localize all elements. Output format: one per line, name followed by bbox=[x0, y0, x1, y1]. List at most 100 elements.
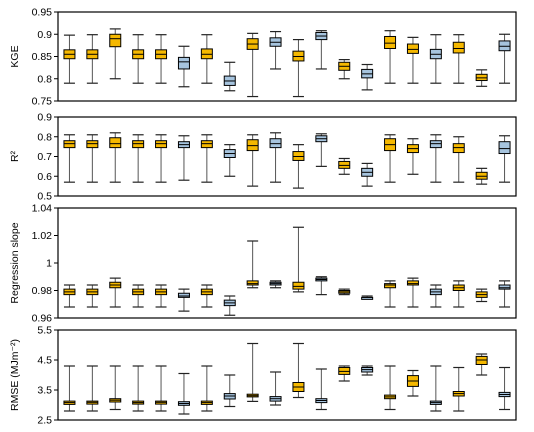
box bbox=[177, 292, 190, 298]
box-item bbox=[177, 372, 190, 415]
y-tick-label: 1 bbox=[46, 258, 52, 270]
box-item bbox=[246, 134, 259, 187]
box-item bbox=[361, 63, 374, 91]
y-tick-label: 0.95 bbox=[32, 7, 53, 19]
box-item bbox=[452, 280, 465, 308]
y-tick-label: 0.8 bbox=[37, 131, 52, 143]
box-item bbox=[498, 135, 511, 183]
box-item bbox=[246, 342, 259, 402]
box-item bbox=[292, 144, 305, 189]
box-item bbox=[406, 277, 419, 308]
box-item bbox=[223, 144, 236, 177]
box-item bbox=[200, 365, 213, 412]
box-item bbox=[177, 288, 190, 312]
box-item bbox=[292, 342, 305, 399]
box bbox=[384, 283, 397, 289]
box-item bbox=[246, 240, 259, 289]
box-item bbox=[246, 32, 259, 98]
box-item bbox=[292, 38, 305, 98]
y-tick-label: 3.5 bbox=[37, 385, 52, 397]
box-item bbox=[429, 284, 442, 308]
box bbox=[452, 41, 465, 54]
box bbox=[292, 281, 305, 290]
box-item bbox=[109, 28, 122, 80]
box-item bbox=[338, 288, 351, 296]
box-item bbox=[109, 277, 122, 308]
box-item bbox=[200, 284, 213, 308]
box bbox=[498, 284, 511, 290]
y-tick-label: 5.5 bbox=[37, 325, 52, 337]
y-tick-label: 0.8 bbox=[37, 73, 52, 85]
box-item bbox=[429, 34, 442, 84]
panel-frame bbox=[57, 329, 517, 421]
box-item bbox=[475, 167, 488, 185]
box bbox=[109, 33, 122, 48]
box-item bbox=[384, 30, 397, 84]
panel-frame bbox=[57, 11, 517, 102]
box-item bbox=[109, 132, 122, 183]
y-tick-label: 0.5 bbox=[37, 191, 52, 203]
y-axis-title: Regression slope bbox=[9, 222, 21, 303]
y-axis-title: RMSE (MJm⁻²) bbox=[9, 339, 21, 411]
y-tick-label: 1.04 bbox=[32, 203, 53, 215]
box-item bbox=[63, 134, 76, 183]
box-item bbox=[223, 295, 236, 316]
box-item bbox=[315, 133, 328, 167]
box-item bbox=[155, 365, 168, 412]
box-item bbox=[86, 134, 99, 183]
box-item bbox=[86, 284, 99, 308]
y-tick-label: 0.85 bbox=[32, 51, 53, 63]
box-item bbox=[269, 30, 282, 70]
box bbox=[246, 280, 259, 286]
box bbox=[406, 43, 419, 54]
box-item bbox=[361, 365, 374, 376]
box-item bbox=[452, 34, 465, 84]
box-item bbox=[475, 69, 488, 87]
box-item bbox=[452, 366, 465, 412]
panel-frame bbox=[57, 116, 517, 197]
box-item bbox=[406, 138, 419, 175]
box-item bbox=[269, 132, 282, 183]
box-item bbox=[109, 365, 122, 411]
y-tick-label: 0.6 bbox=[37, 171, 52, 183]
box-item bbox=[292, 226, 305, 293]
box-item bbox=[155, 284, 168, 308]
box-item bbox=[384, 280, 397, 308]
box-item bbox=[406, 369, 419, 397]
box-item bbox=[177, 45, 190, 88]
y-tick-label: 0.98 bbox=[32, 285, 53, 297]
box-item bbox=[361, 162, 374, 187]
box-item bbox=[315, 368, 328, 411]
box bbox=[406, 280, 419, 286]
box-item bbox=[498, 280, 511, 308]
box-item bbox=[384, 365, 397, 411]
y-tick-label: 0.9 bbox=[37, 112, 52, 124]
box-item bbox=[63, 34, 76, 84]
box-item bbox=[384, 134, 397, 183]
y-tick-label: 0.75 bbox=[32, 96, 53, 108]
box-item bbox=[177, 135, 190, 181]
box-item bbox=[498, 33, 511, 84]
box-item bbox=[338, 157, 351, 175]
box-item bbox=[338, 365, 351, 382]
box-item bbox=[475, 353, 488, 376]
box-item bbox=[338, 59, 351, 80]
box-item bbox=[475, 288, 488, 303]
box-item bbox=[155, 134, 168, 183]
box-item bbox=[132, 34, 145, 84]
y-axis-title: R² bbox=[9, 150, 21, 162]
box-item bbox=[269, 371, 282, 406]
box bbox=[109, 137, 122, 149]
y-axis-title: KGE bbox=[9, 45, 21, 67]
box-item bbox=[223, 61, 236, 92]
box-item bbox=[132, 365, 145, 412]
box-item bbox=[269, 280, 282, 289]
box-item bbox=[361, 295, 374, 300]
box-item bbox=[132, 134, 145, 183]
y-tick-label: 2.5 bbox=[37, 415, 52, 427]
panel-frame bbox=[57, 207, 517, 319]
